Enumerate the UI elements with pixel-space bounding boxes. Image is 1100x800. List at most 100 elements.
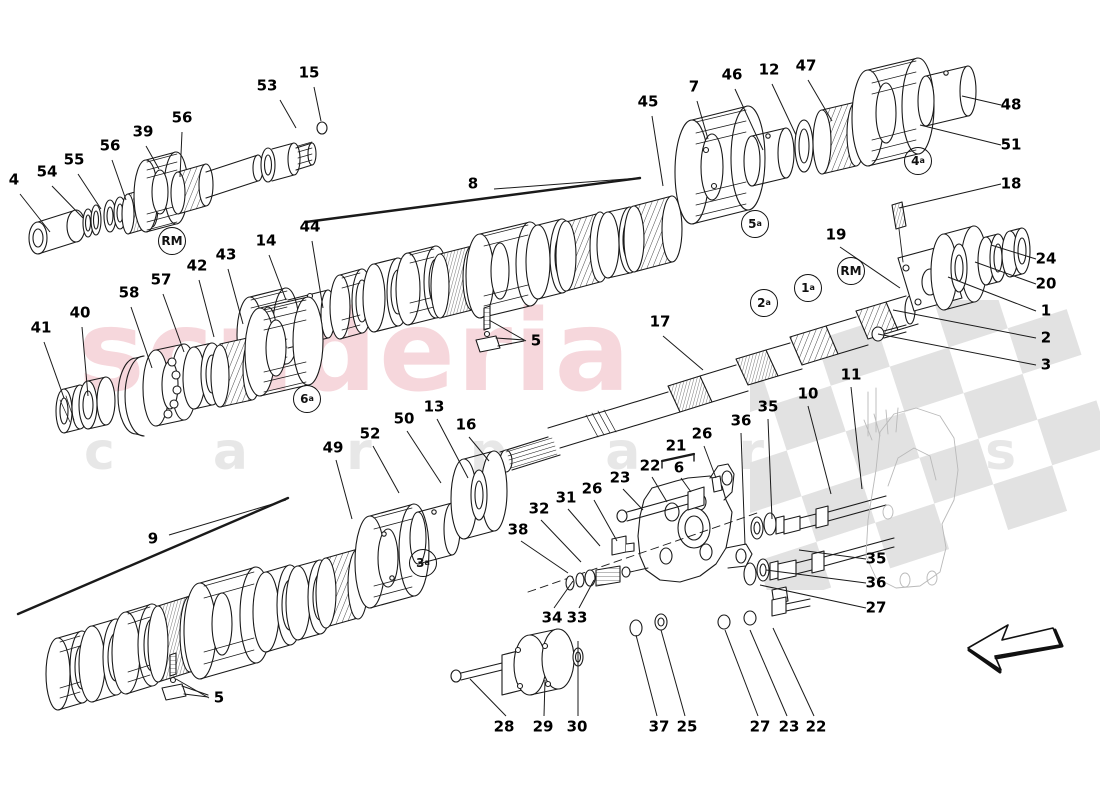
callout-number-1: 1 (1040, 301, 1052, 320)
leader-line-5 (175, 678, 210, 699)
leader-line-22 (772, 627, 815, 717)
direction-arrow (967, 624, 1064, 674)
speedometer-drive-assembly (450, 628, 584, 696)
leader-line-42 (198, 279, 215, 338)
leader-line-24 (990, 244, 1037, 260)
leader-line-26 (703, 445, 717, 479)
callout-number-48: 48 (1000, 95, 1022, 114)
callout-number-46: 46 (721, 65, 743, 84)
callout-number-40: 40 (69, 303, 91, 322)
leader-line-38 (520, 540, 569, 574)
leader-line-46 (734, 88, 764, 151)
callout-number-39: 39 (132, 122, 154, 141)
callout-number-27: 27 (749, 717, 771, 736)
detent-spring-assembly-lower (161, 652, 209, 701)
callout-number-56: 56 (171, 108, 193, 127)
leader-line-41 (43, 341, 65, 399)
leader-line-12 (771, 83, 797, 136)
callout-number-8: 8 (467, 174, 479, 193)
leader-line-55 (77, 173, 102, 210)
callout-number-42: 42 (186, 256, 208, 275)
leader-line-35 (798, 549, 867, 560)
badge-rm-right: RM (837, 257, 865, 285)
callout-number-23: 23 (609, 468, 631, 487)
callout-number-5: 5 (213, 688, 225, 707)
callout-number-35: 35 (865, 549, 887, 568)
callout-number-41: 41 (30, 318, 52, 337)
leader-line-18 (898, 183, 1002, 209)
gearbox-case-ghost (863, 387, 959, 589)
callout-number-26: 26 (691, 424, 713, 443)
callout-number-3: 3 (1040, 355, 1052, 374)
callout-number-21: 21 (665, 436, 687, 455)
callout-number-35: 35 (757, 397, 779, 416)
callout-number-56: 56 (99, 136, 121, 155)
callout-number-50: 50 (393, 409, 415, 428)
callout-number-44: 44 (299, 217, 321, 236)
gear-cluster-9 (16, 450, 508, 711)
leader-line-35 (767, 418, 773, 520)
callout-number-17: 17 (649, 312, 671, 331)
leader-line-54 (51, 185, 84, 219)
bearing-stack-left (55, 296, 324, 437)
leader-line-9 (168, 499, 287, 536)
leader-line-27 (759, 584, 867, 609)
main-shaft-assembly-8 (236, 57, 977, 374)
callout-number-22: 22 (805, 717, 827, 736)
leader-line-36 (740, 432, 746, 546)
leader-line-52 (372, 445, 400, 494)
callout-number-9: 9 (147, 529, 159, 548)
callout-number-51: 51 (1000, 135, 1022, 154)
leader-line-45 (651, 115, 664, 187)
callout-number-31: 31 (555, 488, 577, 507)
leader-line-23 (749, 629, 788, 717)
callout-number-32: 32 (528, 499, 550, 518)
fastener-group (616, 452, 895, 637)
leader-line-8 (493, 177, 641, 190)
leader-line-3 (877, 333, 1037, 366)
output-shaft-17 (499, 201, 1031, 473)
leader-line-37 (635, 634, 658, 717)
detent-spring-assembly-upper (475, 305, 525, 353)
leader-line-23 (622, 488, 644, 511)
callout-number-58: 58 (118, 283, 140, 302)
leader-line-56 (111, 159, 127, 201)
callout-number-57: 57 (150, 270, 172, 289)
callout-number-5: 5 (530, 331, 542, 350)
callout-number-25: 25 (676, 717, 698, 736)
callout-number-4: 4 (8, 170, 20, 189)
callout-number-6: 6 (673, 458, 685, 477)
leader-line-17 (662, 335, 704, 371)
leader-line-33 (578, 579, 595, 609)
leader-line-29 (543, 679, 546, 717)
leader-line-56 (179, 131, 183, 178)
callout-number-29: 29 (532, 717, 554, 736)
callout-number-38: 38 (507, 520, 529, 539)
leader-line-5 (488, 319, 527, 342)
callout-number-13: 13 (423, 397, 445, 416)
leader-line-57 (162, 293, 185, 353)
callout-number-7: 7 (688, 77, 700, 96)
leader-line-40 (81, 326, 89, 397)
leader-line-4 (19, 193, 51, 233)
leader-line-43 (227, 268, 244, 325)
shaft-assembly-top-left (28, 121, 328, 255)
leader-line-10 (807, 405, 832, 495)
leader-line-34 (553, 580, 574, 609)
leader-line-20 (974, 261, 1037, 285)
callout-number-47: 47 (795, 56, 817, 75)
callout-number-10: 10 (797, 384, 819, 403)
leader-line-6 (680, 477, 692, 493)
callout-number-20: 20 (1035, 274, 1057, 293)
callout-number-36: 36 (730, 411, 752, 430)
selector-housing-25 (527, 463, 761, 593)
leader-line-1 (947, 276, 1037, 312)
callout-number-34: 34 (541, 608, 563, 627)
callout-number-11: 11 (840, 365, 862, 384)
callout-number-2: 2 (1040, 328, 1052, 347)
